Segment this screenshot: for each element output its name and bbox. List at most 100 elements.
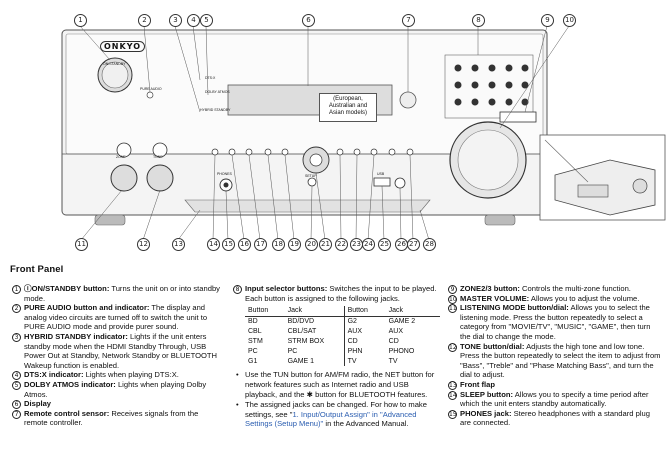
item-title: Input selector buttons: [245, 284, 328, 293]
item-text: Allows you to select the listening mode.… [460, 303, 651, 341]
item-title: PURE AUDIO button and indicator: [24, 303, 150, 313]
item-title: SLEEP button: [460, 389, 514, 399]
item-number: 12 [448, 342, 457, 352]
item-number: 14 [448, 390, 457, 400]
table-cell: CBL/SAT [287, 327, 317, 335]
callout-number: 3 [169, 14, 182, 27]
callout-number: 25 [378, 238, 391, 251]
table-cell: PC [287, 347, 298, 355]
item-title: Front flap [460, 379, 496, 389]
table-cell: STRM BOX [287, 337, 325, 345]
callout-number: 11 [75, 238, 88, 251]
item-text: The display and analog video circuits ar… [24, 303, 208, 332]
note-text: in the Advanced Manual. [323, 419, 409, 429]
table-cell: BD/DVD [287, 317, 315, 325]
callout-number: 20 [305, 238, 318, 251]
label-usb: USB [377, 172, 385, 176]
label-zone: ZONE [116, 155, 126, 159]
callout-number: 16 [238, 238, 251, 251]
item-number: 10 [448, 294, 457, 304]
callout-number: 27 [407, 238, 420, 251]
table-cell: PC [248, 347, 258, 355]
table-cell: CD [343, 336, 386, 347]
table-cell: AUX [343, 326, 386, 337]
table-cell: BD [248, 317, 258, 325]
item-number: 9 [448, 285, 457, 294]
brand-logo: ONKYO [100, 41, 146, 52]
item-text: Switches the input to be played. Each bu… [245, 284, 437, 303]
callout-number: 22 [335, 238, 348, 251]
label-tone: TONE [153, 155, 163, 159]
item-number: 11 [448, 304, 457, 314]
table-cell: GAME 1 [287, 357, 315, 365]
label-dtsx: DTS:X [205, 76, 216, 80]
table-header: Jack [284, 306, 345, 317]
table-header: Button [343, 306, 386, 317]
item-8: 8 Input selector buttons: Switches the i… [233, 284, 440, 303]
label-setup: SETUP [305, 174, 317, 178]
table-cell: PHN [343, 346, 386, 357]
receiver-illustration [61, 25, 666, 241]
item-title: MASTER VOLUME: [460, 293, 530, 303]
item-title: ZONE2/3 button: [460, 284, 520, 293]
front-panel-diagram: ONKYO ON/STANDBY PURE AUDIO HYBRID STAND… [61, 14, 666, 251]
item-text: Allows you to specify a time period afte… [460, 389, 649, 409]
item-text: Allows you to adjust the volume. [529, 293, 640, 303]
item-title: ⓘON/STANDBY button: [24, 284, 110, 293]
label-phones: PHONES [217, 172, 232, 176]
table-cell: STM [248, 337, 263, 345]
item-number: 8 [233, 285, 242, 294]
item-title: PHONES jack: [460, 408, 512, 418]
callout-number: 28 [423, 238, 436, 251]
note-assign: • The assigned jacks can be changed. For… [236, 400, 427, 429]
callout-number: 24 [362, 238, 375, 251]
callout-number: 4 [187, 14, 200, 27]
item-number: 7 [12, 409, 21, 419]
item-text: Controls the multi-zone function. [519, 284, 631, 293]
item-text: Turns the unit on or into standby mode. [24, 284, 220, 303]
callout-number: 19 [288, 238, 301, 251]
table-header: Button [245, 306, 285, 317]
manual-link[interactable]: 1. Input/Output Assign" in "Advanced Set… [245, 409, 417, 429]
item-number: 13 [448, 380, 457, 390]
item-text: Lights when playing Dolby Atmos. [24, 379, 207, 399]
callout-number: 5 [200, 14, 213, 27]
label-dolby-atmos: DOLBY ATMOS [205, 90, 230, 94]
table-cell: GAME 2 [388, 317, 416, 325]
table-cell: AUX [388, 327, 404, 335]
label-pure-audio: PURE AUDIO [140, 87, 162, 91]
item-number: 5 [12, 380, 21, 390]
region-note-box: (European, Australian and Asian models) [319, 93, 377, 122]
callout-number: 8 [472, 14, 485, 27]
note-input-buttons: • Use the TUN button for AM/FM radio, th… [236, 370, 435, 399]
item-number: 3 [12, 332, 21, 342]
item-title: DOLBY ATMOS indicator: [24, 379, 116, 389]
callout-number: 6 [302, 14, 315, 27]
callout-number: 2 [138, 14, 151, 27]
item-text: Adjusts the high tone and low tone. Pres… [460, 341, 661, 380]
table-cell: CBL [248, 327, 262, 335]
item-text: Lights if the unit enters standby mode w… [24, 331, 218, 370]
callout-number: 1 [74, 14, 87, 27]
item-number: 6 [12, 400, 21, 410]
table-cell: G2 [343, 316, 386, 327]
table-header-row: Button Jack Button Jack [245, 306, 440, 317]
callout-number: 17 [254, 238, 267, 251]
